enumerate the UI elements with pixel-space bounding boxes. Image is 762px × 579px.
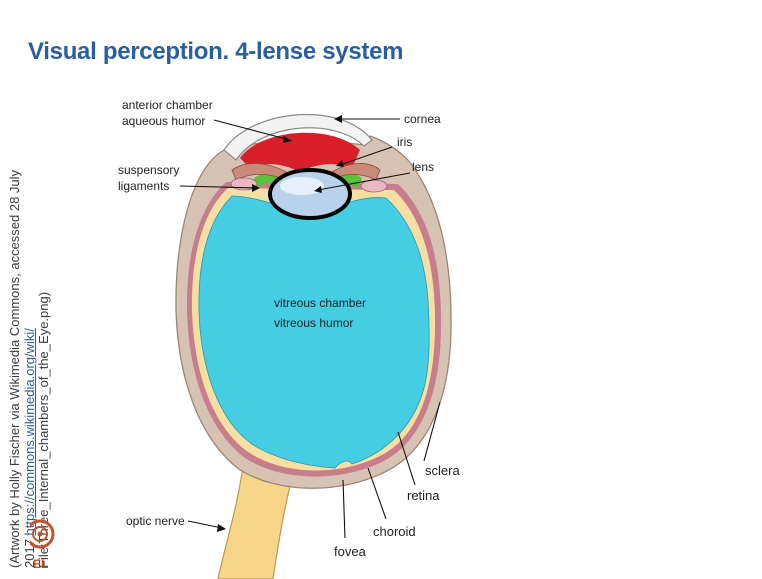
label-suspensory: suspensory — [118, 163, 179, 177]
label-ligaments: ligaments — [118, 179, 169, 193]
label-vitreous-humor: vitreous humor — [274, 316, 353, 330]
label-anterior-chamber: anterior chamber — [122, 98, 213, 112]
arrow-optic-nerve — [217, 524, 226, 532]
leader-fovea — [343, 480, 345, 538]
label-fovea: fovea — [334, 544, 367, 559]
label-retina: retina — [407, 488, 440, 503]
label-vitreous-chamber: vitreous chamber — [274, 296, 366, 310]
leader-optic-nerve — [188, 521, 222, 528]
label-lens: lens — [412, 160, 434, 174]
label-aqueous-humor: aqueous humor — [122, 114, 205, 128]
label-iris: iris — [397, 135, 412, 149]
label-sclera: sclera — [425, 463, 460, 478]
lens-highlight — [280, 177, 324, 195]
label-choroid: choroid — [373, 524, 416, 539]
label-cornea: cornea — [404, 112, 441, 126]
label-optic-nerve: optic nerve — [126, 514, 185, 528]
